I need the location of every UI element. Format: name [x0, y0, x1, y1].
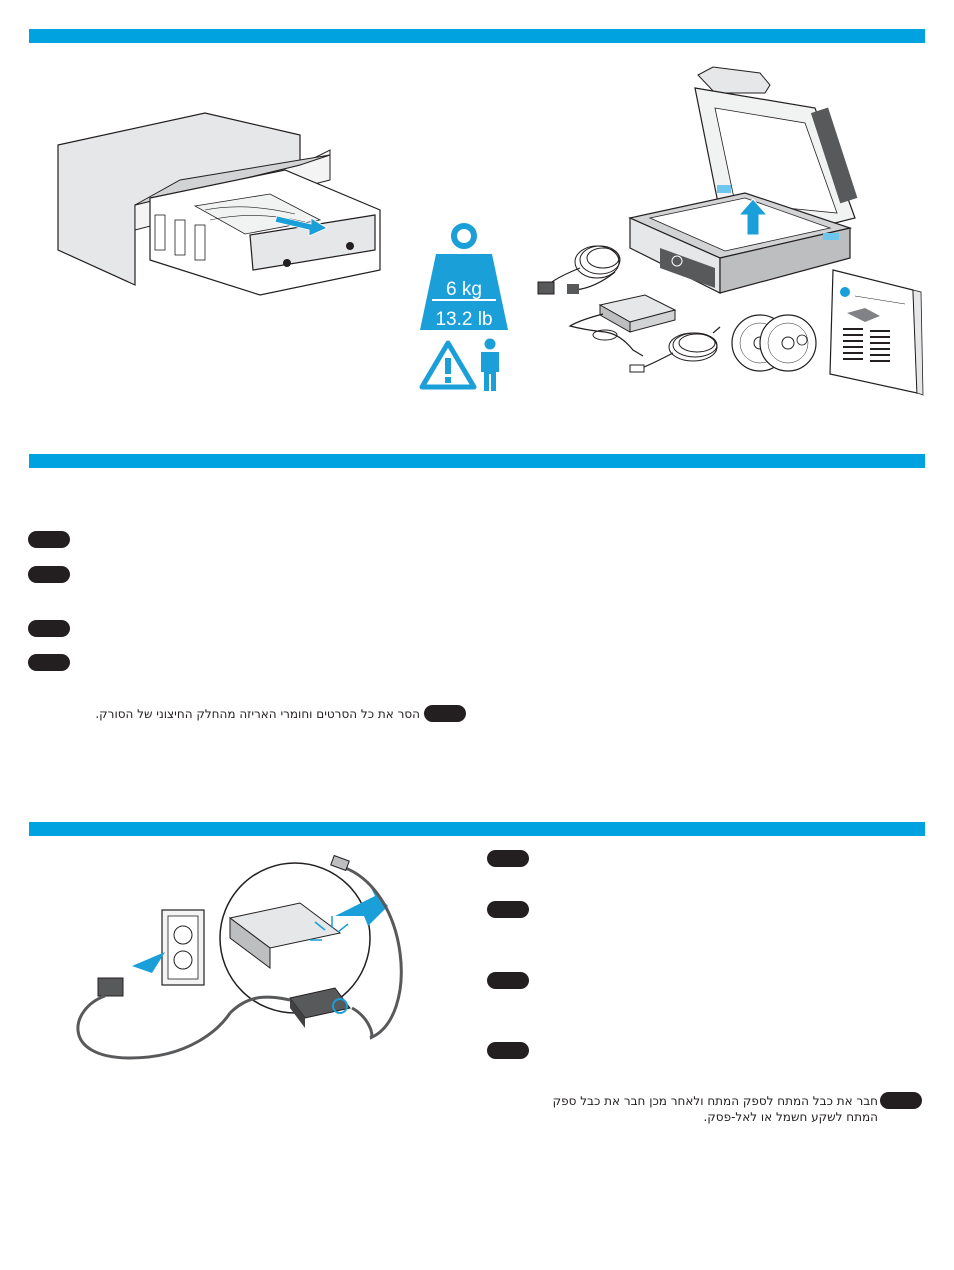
- language-marker: [487, 1042, 529, 1059]
- language-marker: [880, 1092, 922, 1109]
- remove-tape-instruction: הסר את כל הסרטים וחומרי האריזה מהחלק החי…: [95, 707, 420, 721]
- language-marker: [487, 972, 529, 989]
- language-marker: [424, 705, 466, 722]
- section-bar-remove-tape: [29, 454, 925, 468]
- warning-icon: [419, 340, 477, 390]
- power-instruction-line1: חבר את כבל המתח לספק המתח ולאחר מכן חבר …: [552, 1094, 878, 1108]
- power-adapter-illustration: [568, 294, 677, 357]
- power-connection-illustration: [76, 854, 403, 1060]
- box-illustration: [57, 112, 381, 296]
- weight-metric: 6 kg: [446, 279, 482, 300]
- usb-cable-illustration: [629, 326, 721, 373]
- language-marker: [487, 850, 529, 867]
- power-instruction: חבר את כבל המתח לספק המתח ולאחר מכן חבר …: [538, 1093, 878, 1125]
- language-marker: [487, 901, 529, 918]
- section-bar-unpack: [29, 29, 925, 43]
- weight-imperial: 13.2 lb: [435, 309, 493, 330]
- language-marker: [28, 654, 70, 671]
- power-instruction-line2: המתח לשקע חשמל או לאל-פסק.: [703, 1110, 878, 1124]
- manual-illustration: [829, 269, 924, 396]
- scanner-illustration: [628, 66, 858, 294]
- section-bar-power: [29, 822, 925, 836]
- power-cord-illustration: [537, 245, 621, 295]
- cd-icon: [731, 314, 817, 372]
- language-marker: [28, 566, 70, 583]
- language-marker: [28, 531, 70, 548]
- person-icon: [481, 338, 499, 391]
- language-marker: [28, 620, 70, 637]
- weight-icon: [420, 223, 508, 330]
